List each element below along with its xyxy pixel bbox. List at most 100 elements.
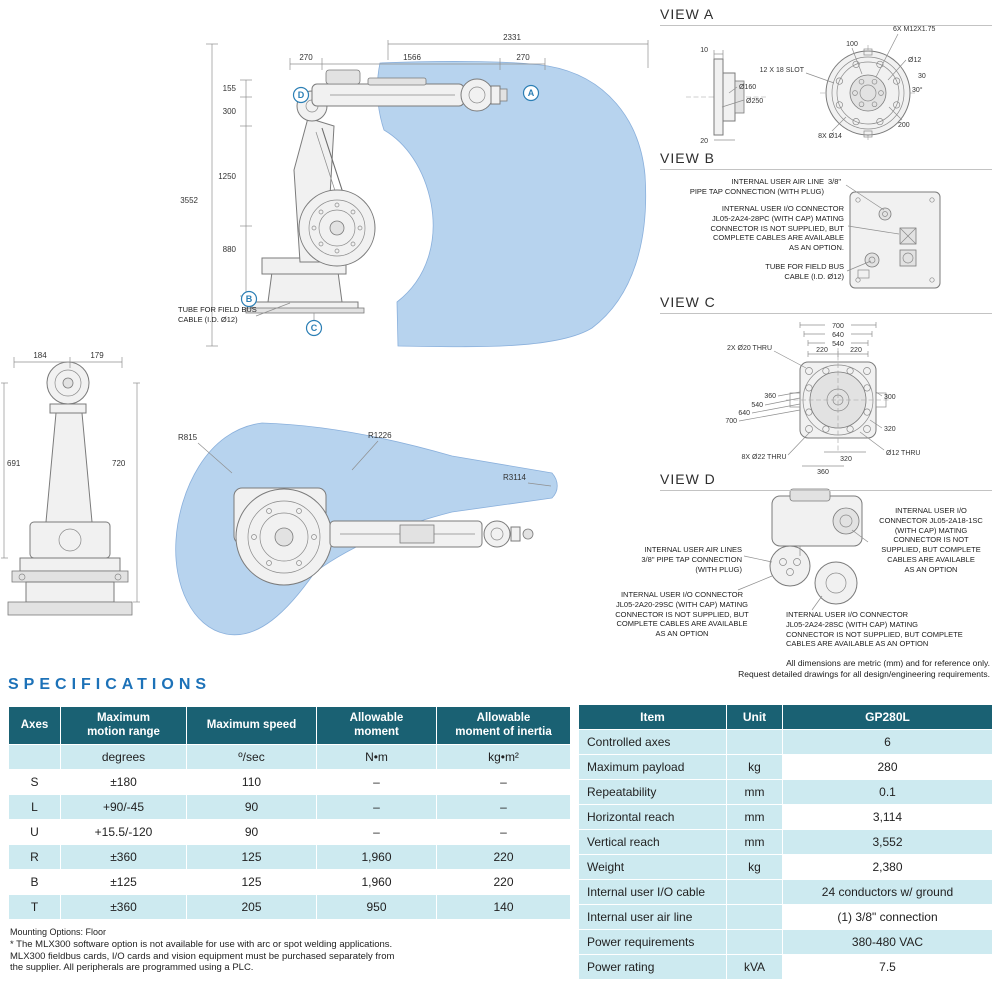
table-cell: Vertical reach [578, 829, 727, 855]
table-cell: 140 [436, 893, 571, 920]
table-cell: B [8, 868, 61, 895]
table-cell: 280 [782, 754, 993, 780]
dim-1250: 1250 [218, 172, 236, 181]
table-cell: +90/-45 [60, 793, 187, 820]
column-header-unit: Unit [726, 704, 783, 730]
column-header-speed: Maximum speed [186, 706, 317, 745]
table-cell: ±360 [60, 893, 187, 920]
front-view-robot: 184 179 691 720 [1, 351, 140, 616]
table-cell: 1,960 [316, 843, 437, 870]
column-header-inertia: Allowable moment of inertia [436, 706, 571, 745]
dim-100: 100 [846, 41, 858, 48]
supplier-note: MLX300 fieldbus cards, I/O cards and vis… [10, 951, 395, 974]
table-cell: kg [726, 754, 783, 780]
table-cell: – [316, 818, 437, 845]
dim-overall-height: 3552 [180, 196, 198, 205]
dim-300: 300 [223, 107, 237, 116]
table-cell: T [8, 893, 61, 920]
table-cell: 380-480 VAC [782, 929, 993, 955]
dim-arm-length: 1566 [403, 53, 421, 62]
point-c-label: C [311, 323, 318, 333]
dim-200: 200 [898, 122, 910, 129]
table-cell: 0.1 [782, 779, 993, 805]
dim-640-top: 640 [832, 332, 844, 339]
dim-179: 179 [90, 351, 104, 360]
table-cell: – [316, 768, 437, 795]
table-cell: N•m [316, 743, 437, 770]
table-cell: 7.5 [782, 954, 993, 980]
table-cell: mm [726, 829, 783, 855]
units-row: degrees º/sec N•m kg•m² [8, 743, 571, 770]
angle-30: 30° [912, 86, 923, 94]
table-cell: Horizontal reach [578, 804, 727, 830]
column-header-axes: Axes [8, 706, 61, 745]
dim-360-left: 360 [764, 393, 776, 400]
dim-220-right: 220 [850, 347, 862, 354]
axes-table-header-row: Axes Maximum motion range Maximum speed … [8, 706, 571, 745]
table-cell: mm [726, 779, 783, 805]
table-cell: ±125 [60, 868, 187, 895]
table-cell: 205 [186, 893, 317, 920]
side-view-dimensions: 2331 270 1566 270 155 300 1250 880 3552 [180, 33, 649, 347]
radius-815: R815 [178, 433, 198, 442]
column-header-moment: Allowable moment [316, 706, 437, 745]
dim-overall-reach: 2331 [503, 33, 521, 42]
table-row: Internal user air line(1) 3/8" connectio… [578, 904, 993, 930]
view-b-drawing [845, 184, 941, 289]
table-cell: º/sec [186, 743, 317, 770]
table-cell [726, 929, 783, 955]
column-header-item: Item [578, 704, 727, 730]
dimension-note: All dimensions are metric (mm) and for r… [738, 658, 990, 680]
table-cell: degrees [60, 743, 187, 770]
table-cell: – [436, 818, 571, 845]
dim-d160: Ø160 [739, 84, 756, 91]
view-c-drawing: 700 640 540 220 220 2X Ø20 THRU 360 540 … [725, 322, 921, 476]
table-cell: 3,114 [782, 804, 993, 830]
view-b-air-size-label: 3/8" [828, 177, 842, 186]
table-cell: kVA [726, 954, 783, 980]
dim-155: 155 [223, 84, 237, 93]
side-view-work-envelope [376, 61, 647, 348]
holes-8x14-label: 8X Ø14 [818, 133, 842, 140]
table-cell: 24 conductors w/ ground [782, 879, 993, 905]
table-cell: ±180 [60, 768, 187, 795]
dim-300-right: 300 [884, 394, 896, 401]
view-b-io-connector-label: INTERNAL USER I/O CONNECTOR JL05-2A24-28… [710, 204, 845, 252]
table-cell: 90 [186, 818, 317, 845]
table-cell: – [436, 768, 571, 795]
view-b-air-line-label: INTERNAL USER AIR LINE PIPE TAP CONNECTI… [689, 177, 824, 196]
table-cell: +15.5/-120 [60, 818, 187, 845]
point-a-label: A [528, 88, 535, 98]
technical-drawings: 2331 270 1566 270 155 300 1250 880 3552 [1, 26, 941, 636]
table-cell: mm [726, 804, 783, 830]
table-cell: Weight [578, 854, 727, 880]
dim-700-top: 700 [832, 323, 844, 330]
table-cell: Internal user air line [578, 904, 727, 930]
view-d-io-b ottom-right-label: INTERNAL USER I/O CONNECTOR JL05-2A24-28… [786, 610, 963, 649]
dim-220-left: 220 [816, 347, 828, 354]
table-cell [726, 904, 783, 930]
dim-d250: Ø250 [746, 98, 763, 105]
table-cell: – [316, 793, 437, 820]
axes-specifications-table: Axes Maximum motion range Maximum speed … [8, 706, 571, 920]
table-row: Power requirements 380-480 VAC [578, 929, 993, 955]
table-cell: Maximum payload [578, 754, 727, 780]
spec-table-header-row: Item Unit GP280L [578, 704, 993, 730]
bolt-spec-label: 6X M12X1.75 [893, 26, 936, 33]
table-cell: Power requirements [578, 929, 727, 955]
table-cell: 220 [436, 843, 571, 870]
view-c-heading: VIEW C [660, 294, 992, 314]
table-cell [726, 879, 783, 905]
table-cell [8, 743, 61, 770]
dim-360-bottom: 360 [817, 469, 829, 476]
table-cell: – [436, 793, 571, 820]
table-cell: Controlled axes [578, 729, 727, 755]
